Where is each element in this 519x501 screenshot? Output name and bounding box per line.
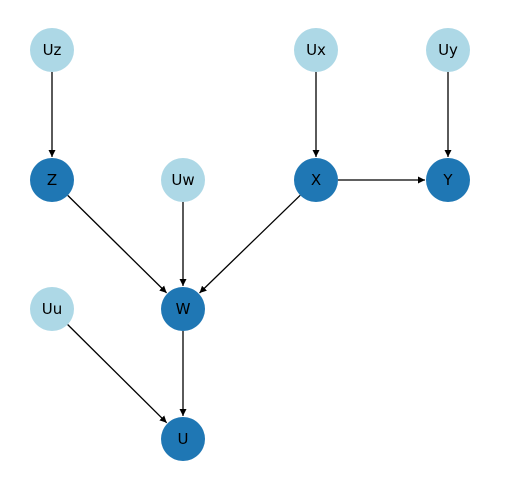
node-z-label: Z bbox=[47, 171, 57, 189]
edge-x-to-w bbox=[199, 194, 301, 294]
node-uy-label: Uy bbox=[438, 41, 458, 59]
edges bbox=[48, 72, 452, 424]
node-u-circle bbox=[161, 417, 205, 461]
node-u: U bbox=[161, 417, 205, 461]
node-ux-circle bbox=[294, 28, 338, 72]
node-z: Z bbox=[30, 158, 74, 202]
edge-z-to-w bbox=[67, 194, 168, 294]
node-uz: Uz bbox=[30, 28, 74, 72]
node-w: W bbox=[161, 287, 205, 331]
node-w-label: W bbox=[176, 300, 191, 318]
node-uz-circle bbox=[30, 28, 74, 72]
edge-uu-to-u bbox=[67, 324, 168, 424]
node-uz-label: Uz bbox=[43, 41, 62, 59]
node-uu-label: Uu bbox=[42, 300, 63, 318]
node-ux-label: Ux bbox=[306, 41, 326, 59]
node-y-circle bbox=[426, 158, 470, 202]
node-x-circle bbox=[294, 158, 338, 202]
node-uu-circle bbox=[30, 287, 74, 331]
node-x-label: X bbox=[311, 171, 321, 189]
node-z-circle bbox=[30, 158, 74, 202]
node-uw-label: Uw bbox=[171, 171, 194, 189]
node-u-label: U bbox=[178, 430, 189, 448]
nodes: Uz Ux UyZ Uw X Y Uu W U bbox=[30, 28, 470, 461]
node-x: X bbox=[294, 158, 338, 202]
node-y-label: Y bbox=[442, 171, 453, 189]
node-uw-circle bbox=[161, 158, 205, 202]
node-uu: Uu bbox=[30, 287, 74, 331]
node-ux: Ux bbox=[294, 28, 338, 72]
node-uy: Uy bbox=[426, 28, 470, 72]
node-uw: Uw bbox=[161, 158, 205, 202]
node-uy-circle bbox=[426, 28, 470, 72]
node-y: Y bbox=[426, 158, 470, 202]
node-w-circle bbox=[161, 287, 205, 331]
